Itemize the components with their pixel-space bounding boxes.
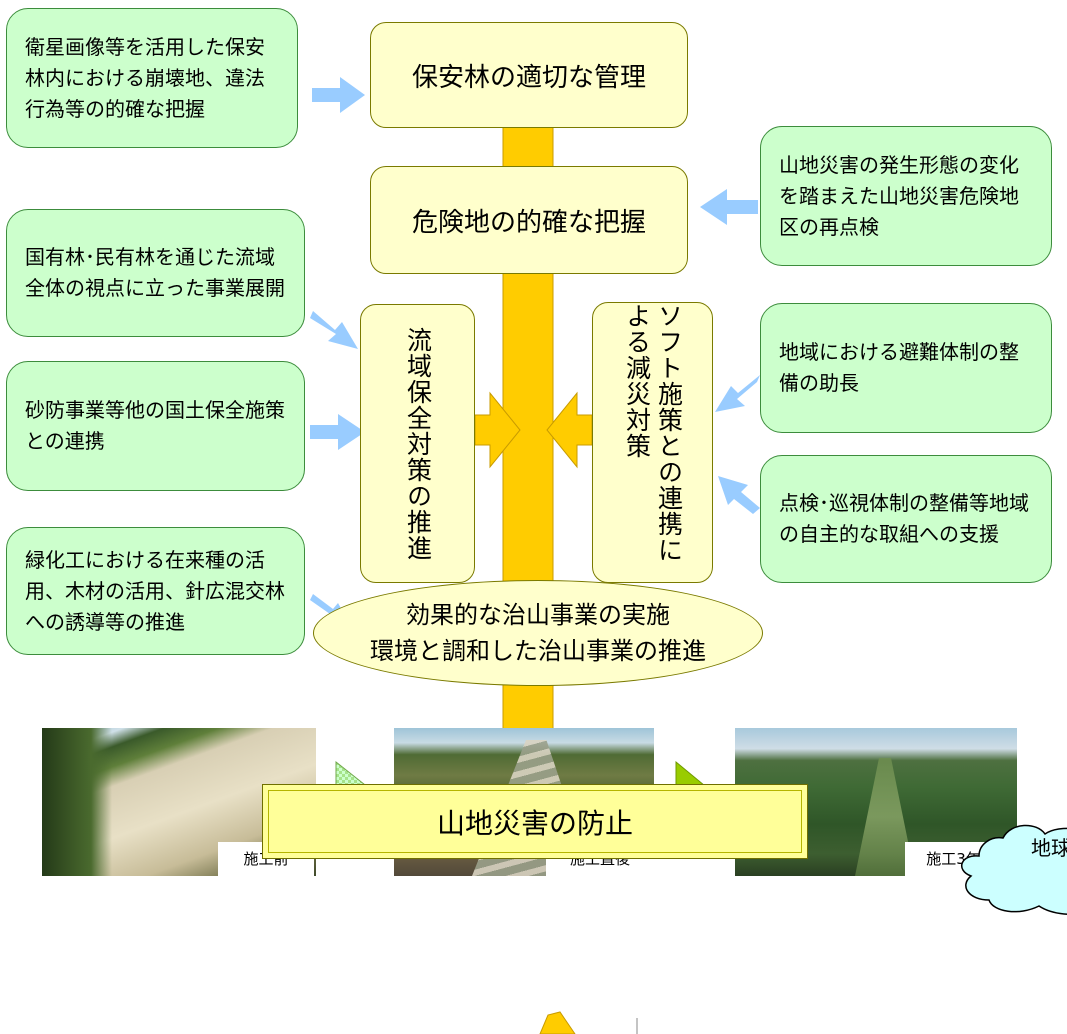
note-evacuation: 地域における避難体制の整備の助長 <box>760 303 1052 433</box>
blue-arrow-6 <box>718 476 760 514</box>
merge-arrow-right <box>546 391 593 469</box>
final-label: 山地災害の防止 <box>436 806 633 840</box>
step-label: 保安林の適切な管理 <box>411 62 646 93</box>
cloud-callout: 地球 <box>955 820 1067 920</box>
vegetation-shade <box>42 728 112 876</box>
note-satellite-monitoring: 衛星画像等を活用した保安林内における崩壊地、違法行為等の的確な把握 <box>6 8 298 148</box>
note-greening: 緑化工における在来種の活用、木材の活用、針広混交林への誘導等の推進 <box>6 527 305 655</box>
note-hazard-recheck: 山地災害の発生形態の変化を踏まえた山地災害危険地区の再点検 <box>760 126 1052 266</box>
effective-project-ellipse: 効果的な治山事業の実施 環境と調和した治山事業の推進 <box>313 580 763 686</box>
ellipse-line-2: 環境と調和した治山事業の推進 <box>370 637 706 665</box>
note-basin-wide: 国有林･民有林を通じた流域全体の視点に立った事業展開 <box>6 209 305 337</box>
step-label: 流域保全対策の推進 <box>403 326 433 561</box>
step-hazard-grasp: 危険地の的確な把握 <box>370 166 688 274</box>
note-text: 山地災害の発生形態の変化を踏まえた山地災害危険地区の再点検 <box>779 152 1019 239</box>
bottom-partial-arrow <box>539 1011 576 1034</box>
note-text: 砂防事業等他の国土保全施策との連携 <box>25 398 285 453</box>
step-basin-conservation: 流域保全対策の推進 <box>360 304 475 583</box>
blue-arrow-1 <box>312 77 365 113</box>
note-text: 国有林･民有林を通じた流域全体の視点に立った事業展開 <box>25 245 285 300</box>
merge-arrow-left <box>474 391 521 469</box>
blue-arrow-2 <box>700 189 758 225</box>
note-text: 地域における避難体制の整備の助長 <box>779 340 1019 395</box>
note-local-initiative: 点検･巡視体制の整備等地域の自主的な取組への支援 <box>760 455 1052 583</box>
blue-arrow-3 <box>310 311 358 349</box>
step-label: ソフト施策との連携による減災対策 <box>622 303 684 563</box>
blue-arrow-4 <box>310 414 365 450</box>
note-text: 緑化工における在来種の活用、木材の活用、針広混交林への誘導等の推進 <box>25 547 285 634</box>
step-soft-measures: ソフト施策との連携による減災対策 <box>592 302 713 583</box>
cloud-text: 地球 <box>1031 836 1067 860</box>
cloud-shape <box>961 824 1067 915</box>
step-forest-management: 保安林の適切な管理 <box>370 22 688 128</box>
step-label: 危険地の的確な把握 <box>411 207 646 238</box>
blue-arrow-5 <box>715 375 760 412</box>
final-disaster-prevention: 山地災害の防止 <box>262 784 808 859</box>
note-sabo-coordination: 砂防事業等他の国土保全施策との連携 <box>6 361 305 491</box>
note-text: 衛星画像等を活用した保安林内における崩壊地、違法行為等の的確な把握 <box>25 34 265 121</box>
ellipse-line-1: 効果的な治山事業の実施 <box>406 601 670 629</box>
note-text: 点検･巡視体制の整備等地域の自主的な取組への支援 <box>779 491 1029 546</box>
